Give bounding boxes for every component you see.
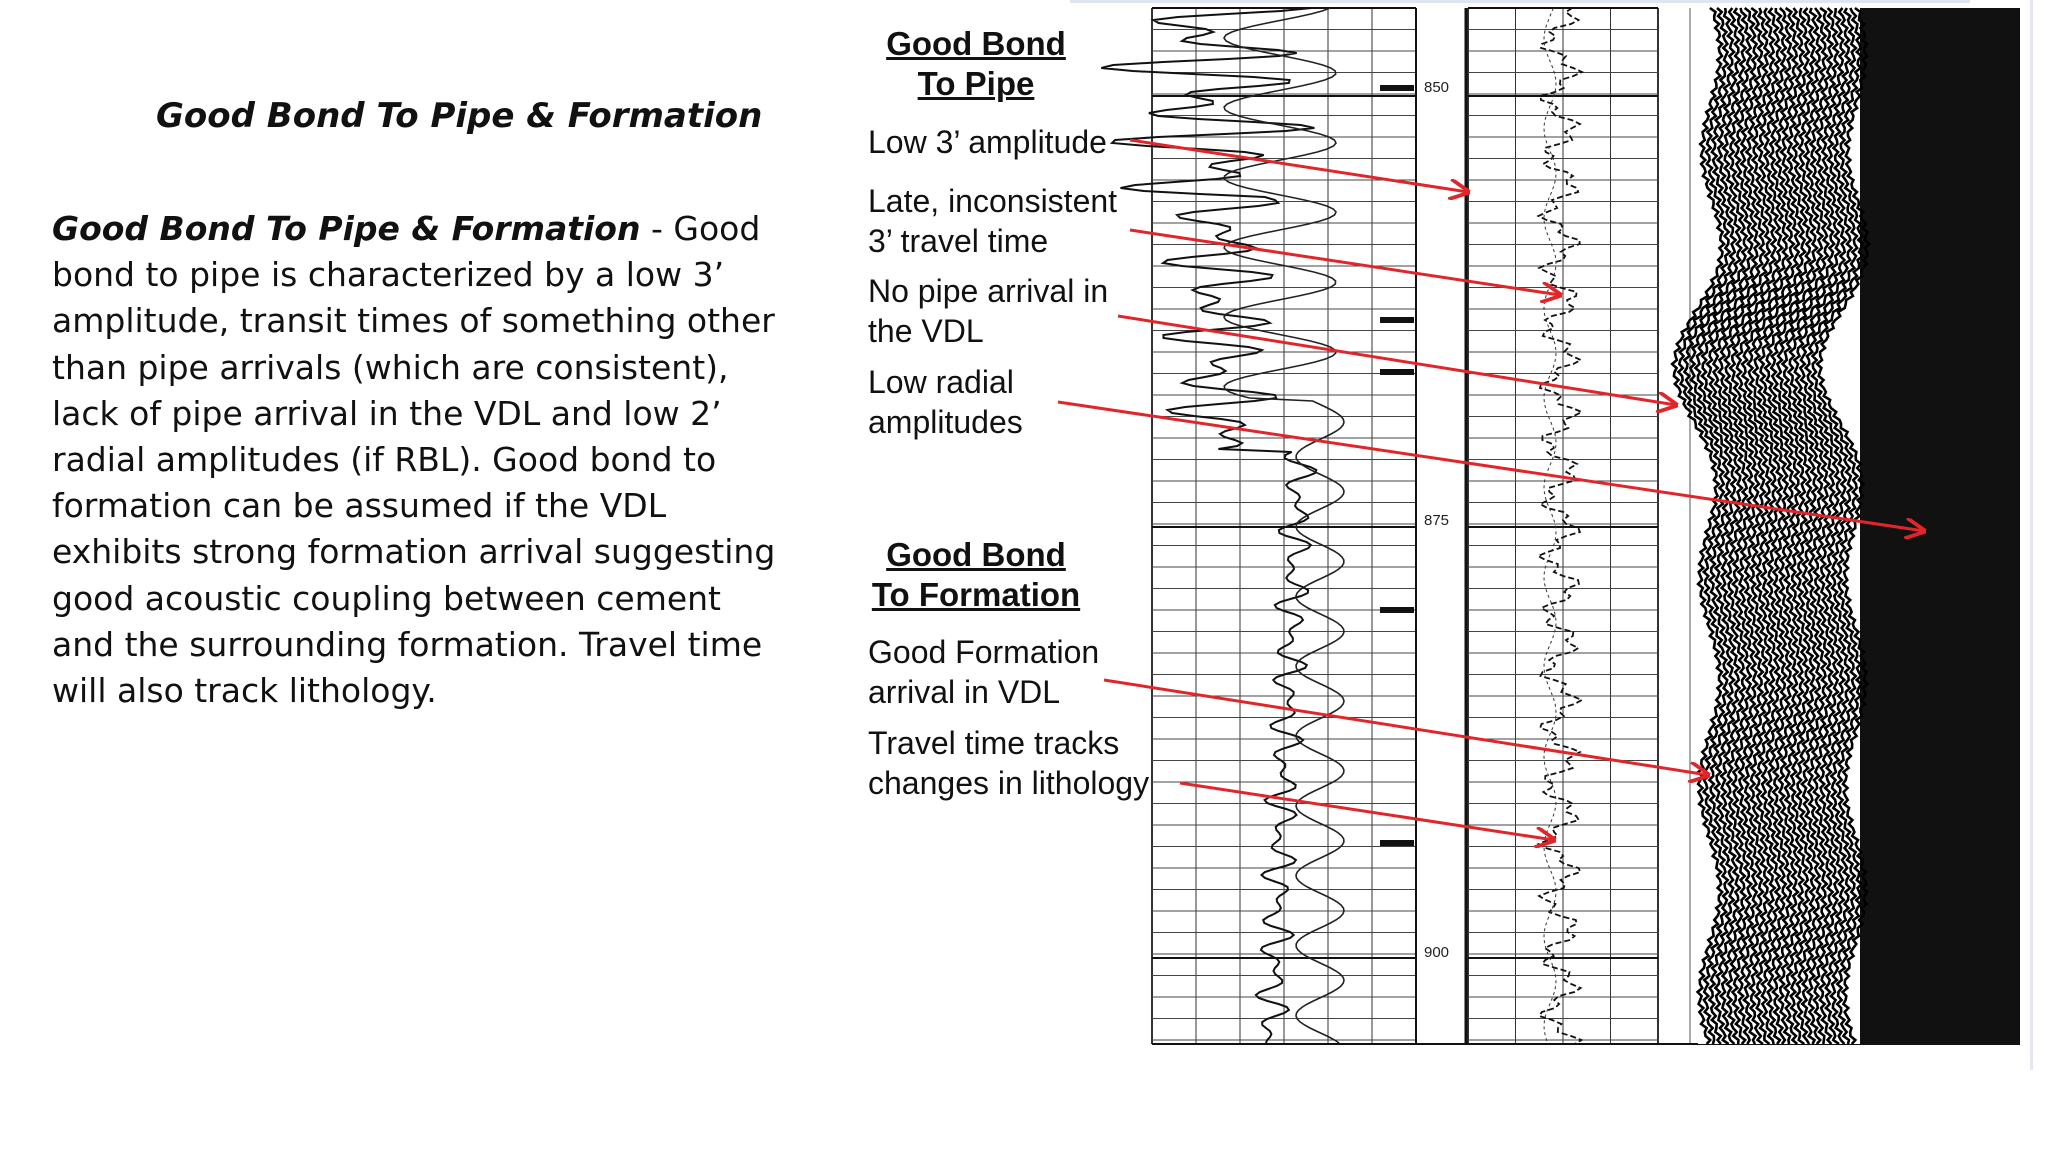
travel-time-curve-2 — [1543, 7, 1557, 1045]
event-tick — [1380, 317, 1414, 323]
label-radial-1: Low radial — [868, 364, 1014, 400]
event-tick — [1380, 840, 1414, 846]
heading-pipe-line1: Good Bond — [886, 25, 1066, 62]
cement-bond-log-figure: 850 875 900 Good Bond To Pipe Low 3’ amp… — [860, 0, 2048, 1152]
arrow-low-radial-amplitude — [1057, 400, 1924, 531]
event-tick — [1380, 369, 1414, 375]
label-late-travel-2: 3’ travel time — [868, 223, 1049, 259]
vdl-wiggle — [1734, 7, 1790, 1045]
arrow-lithology — [1179, 781, 1554, 840]
depth-labels: 850 875 900 — [1420, 60, 1454, 963]
log-curves — [1101, 7, 1585, 1045]
label-low-amplitude: Low 3’ amplitude — [868, 124, 1107, 160]
slide-title: Good Bond To Pipe & Formation — [156, 96, 763, 136]
amplitude-curve — [1101, 7, 1318, 1044]
vdl-wiggle — [1728, 7, 1785, 1046]
arrow-low-amplitude — [1129, 138, 1468, 192]
label-no-pipe-1: No pipe arrival in — [868, 273, 1109, 309]
log-plot: 850 875 900 — [1057, 6, 2020, 1046]
vdl-wiggle — [1775, 7, 1831, 1045]
label-formation-1: Good Formation — [868, 634, 1100, 670]
body-lead: Good Bond To Pipe & Formation — [52, 209, 641, 248]
label-lithology-1: Travel time tracks — [868, 725, 1120, 761]
vdl-wiggle — [1786, 7, 1842, 1045]
vdl-wiggle — [1810, 7, 1865, 1045]
top-divider — [1070, 0, 1970, 3]
annotation-arrows — [1057, 138, 1924, 840]
vdl-wiggle — [1682, 7, 1738, 1045]
heading-good-bond-to-formation: Good Bond To Formation — [846, 535, 1106, 615]
vdl-wiggle — [1763, 7, 1819, 1046]
vdl-wiggle — [1798, 7, 1854, 1046]
vdl-wiggle — [1751, 7, 1807, 1045]
vdl-wiggle — [1780, 6, 1837, 1045]
label-formation-2: arrival in VDL — [868, 674, 1061, 710]
body-paragraph: Good Bond To Pipe & Formation - Good bon… — [52, 206, 792, 714]
arrow-formation-arrival — [1103, 678, 1708, 775]
amplitude-curve-2 — [1223, 7, 1345, 1044]
vdl-wiggle — [1769, 7, 1825, 1045]
vdl-wiggle — [1705, 6, 1761, 1045]
depth-label-900: 900 — [1424, 944, 1449, 961]
vdl-wiggle — [1688, 7, 1743, 1046]
travel-time-curve — [1536, 7, 1585, 1045]
depth-label-875: 875 — [1424, 512, 1449, 529]
vdl-wiggles — [1670, 6, 1872, 1046]
vdl-wiggle — [1757, 7, 1813, 1045]
body-text: - Good bond to pipe is characterized by … — [52, 209, 776, 711]
heading-formation-line1: Good Bond — [886, 536, 1066, 573]
event-tick — [1380, 607, 1414, 613]
right-divider — [2030, 0, 2033, 1070]
vdl-wiggle — [1803, 7, 1859, 1045]
arrow-no-pipe-arrival — [1117, 314, 1676, 405]
label-radial-2: amplitudes — [868, 404, 1023, 440]
vdl-wiggle — [1740, 7, 1796, 1045]
label-late-travel-1: Late, inconsistent — [868, 183, 1118, 219]
vdl-wiggle — [1815, 6, 1872, 1045]
vdl-wiggle — [1746, 6, 1801, 1045]
depth-label-850: 850 — [1424, 79, 1449, 96]
vdl-wiggle — [1699, 7, 1755, 1045]
heading-formation-line2: To Formation — [871, 576, 1081, 613]
vdl-wiggle — [1670, 6, 1726, 1045]
heading-pipe-line2: To Pipe — [917, 65, 1035, 102]
label-lithology-2: changes in lithology — [868, 765, 1150, 801]
arrow-late-travel-time — [1129, 228, 1560, 295]
vdl-wiggle — [1676, 7, 1732, 1045]
vdl-wiggle — [1693, 7, 1750, 1045]
label-no-pipe-2: the VDL — [868, 313, 984, 349]
vdl-wiggle — [1723, 7, 1778, 1046]
event-tick — [1380, 85, 1414, 91]
vdl-wiggle — [1717, 7, 1773, 1045]
vdl-wiggle — [1711, 6, 1767, 1045]
vdl-wiggle — [1792, 7, 1848, 1045]
heading-good-bond-to-pipe: Good Bond To Pipe — [846, 24, 1106, 104]
